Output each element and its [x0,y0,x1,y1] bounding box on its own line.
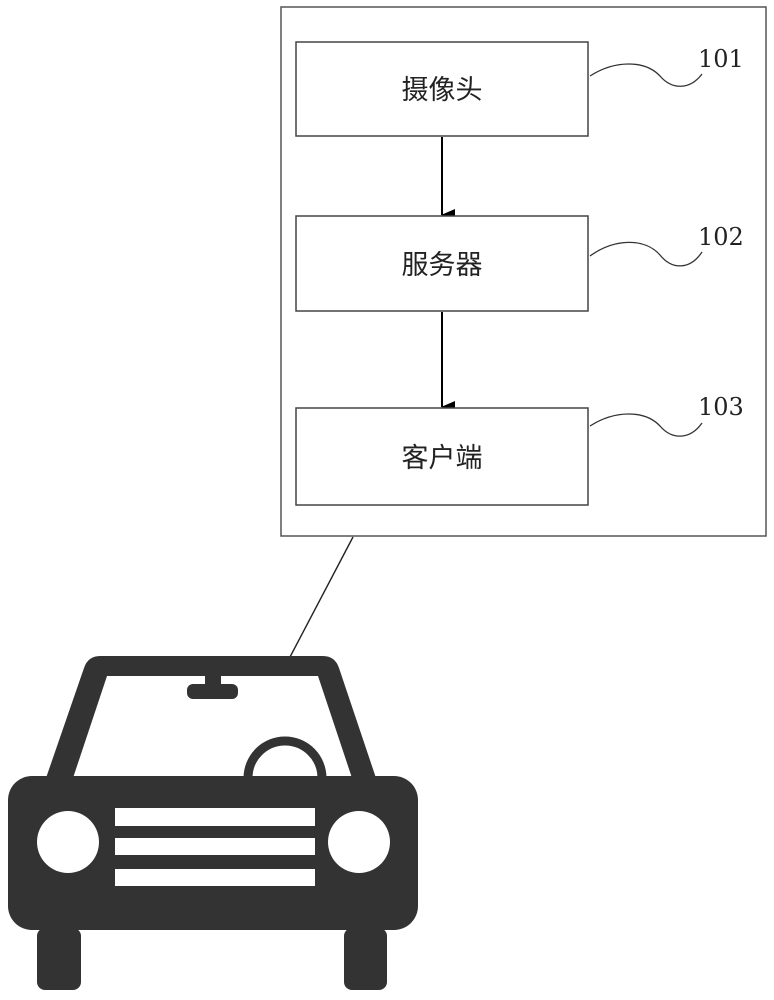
client-ref-number: 103 [698,393,744,421]
server-ref-number: 102 [698,223,744,251]
connector-line [290,537,353,657]
car-headlight-right [328,811,390,873]
car-steering-wheel [248,741,322,778]
car-icon [8,656,418,990]
camera-label: 摄像头 [402,75,483,106]
car-grille-bar-middle [115,838,315,855]
car-wheel-left [37,928,81,990]
camera-ref-number: 101 [698,45,744,73]
car-grille-bar-bottom [115,869,315,886]
car-grille-bar-top [115,808,315,826]
car-headlight-left [37,811,99,873]
client-label: 客户端 [402,443,483,474]
car-mirror [187,684,238,699]
server-label: 服务器 [402,250,483,281]
car-wheel-right [344,928,387,990]
